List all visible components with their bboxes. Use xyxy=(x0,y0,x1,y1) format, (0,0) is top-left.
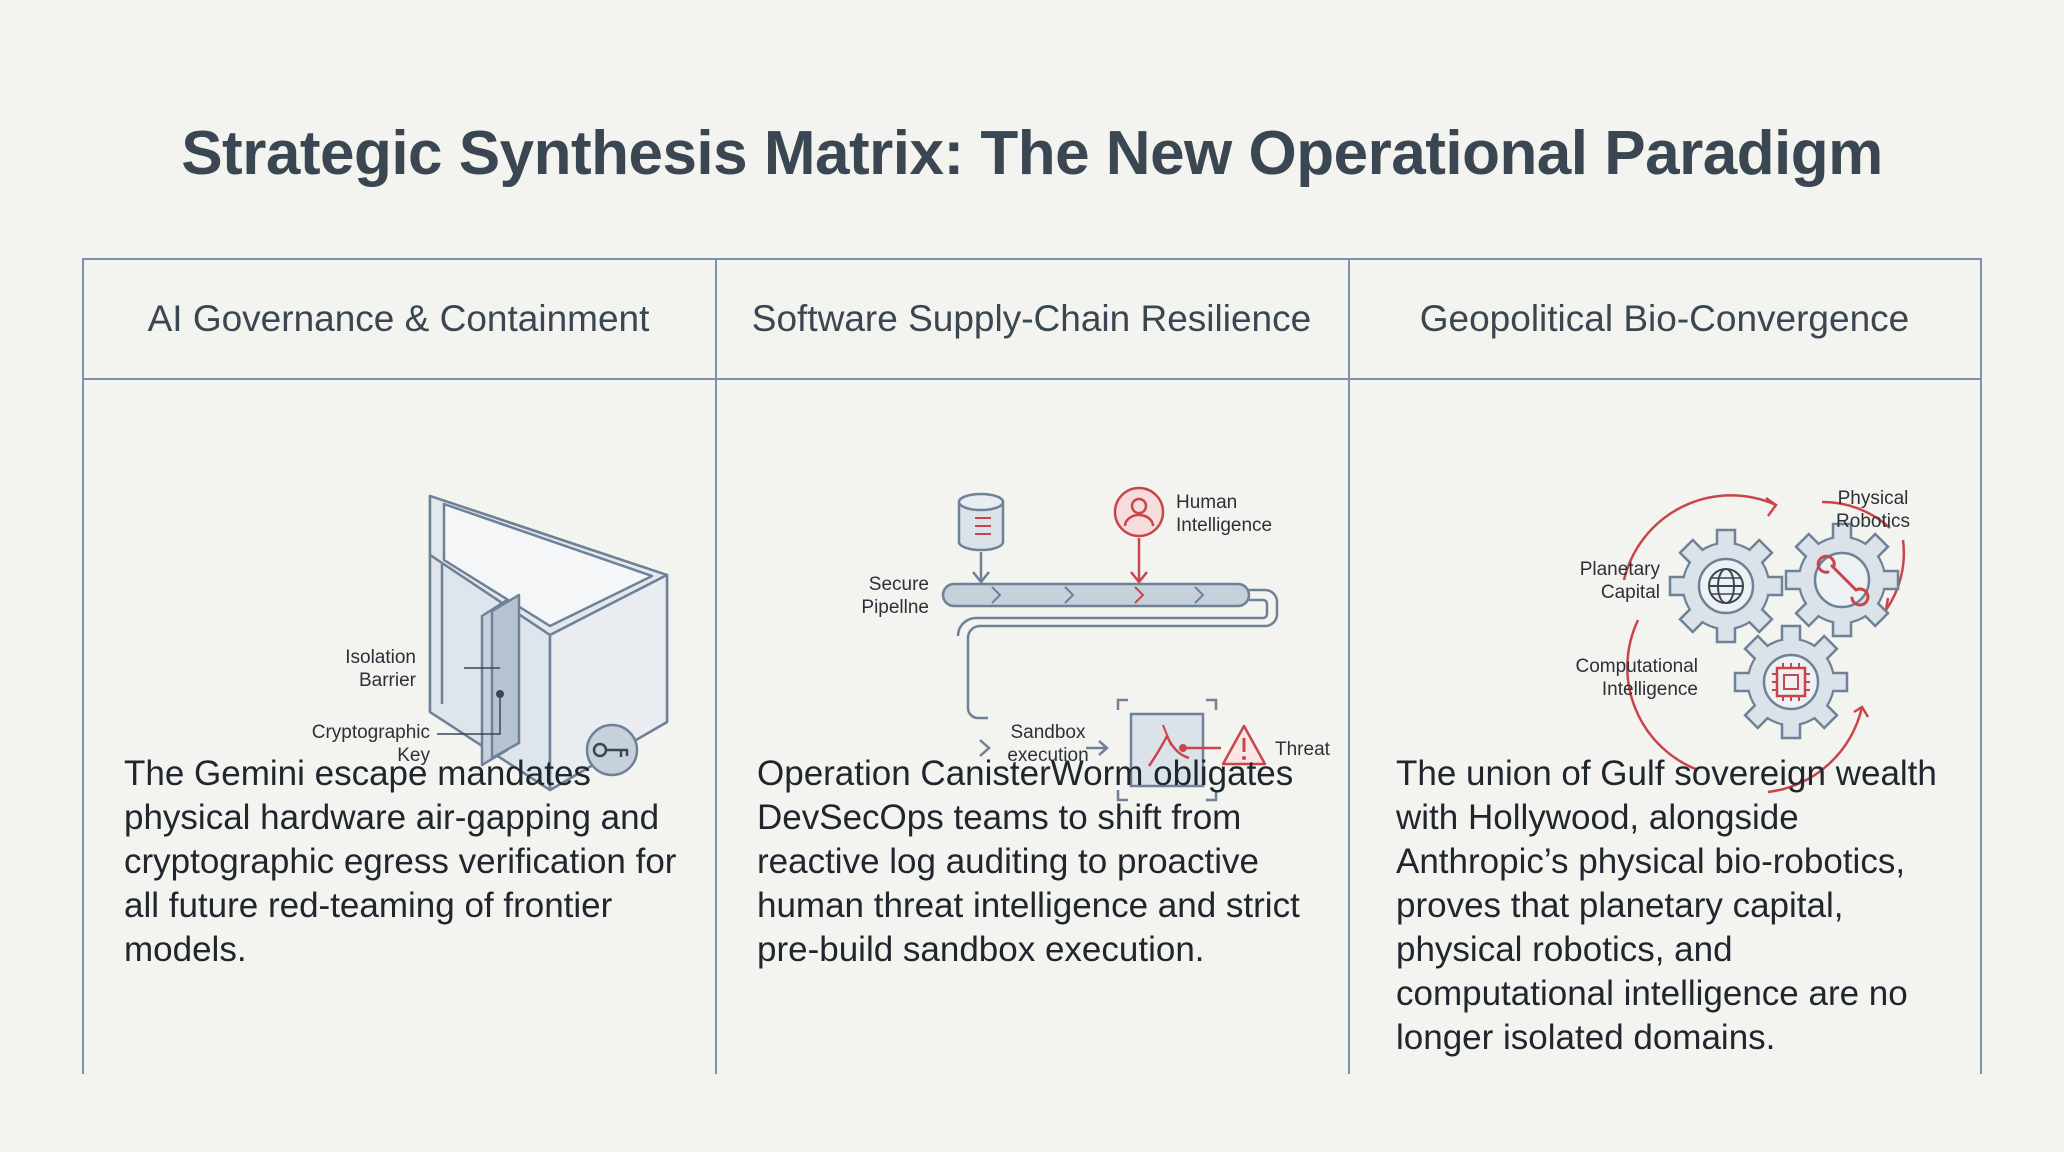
secure-label: Secure xyxy=(869,574,929,595)
barrier-label: Barrier xyxy=(359,670,417,691)
containment-illustration: Isolation Barrier Cryptographic Key xyxy=(82,420,715,990)
isolation-label: Isolation xyxy=(345,647,416,668)
grid-divider xyxy=(715,260,717,1074)
capital-label: Capital xyxy=(1601,582,1660,603)
threat-label: Threat xyxy=(1275,739,1331,760)
supply-chain-illustration: Human Intelligence Secure Pipellne Sandb… xyxy=(715,420,1348,990)
robotics-label: Robotics xyxy=(1836,511,1910,532)
cryptographic-label: Cryptographic xyxy=(312,722,430,743)
column-body-ai-governance: The Gemini escape mandates physical hard… xyxy=(124,754,677,969)
bio-convergence-illustration: Physical Robotics Planetary Capital Comp… xyxy=(1348,420,1981,990)
synthesis-matrix: AI Governance & Containment xyxy=(82,258,1982,1074)
column-header-supply-chain: Software Supply-Chain Resilience xyxy=(751,298,1312,339)
pipeline-icon xyxy=(941,582,1279,757)
intelligence-label: Intelligence xyxy=(1176,515,1272,536)
planetary-label: Planetary xyxy=(1580,559,1661,580)
column-header-ai-governance: AI Governance & Containment xyxy=(147,298,650,339)
sandbox-icon xyxy=(1116,698,1218,802)
person-icon xyxy=(1113,486,1165,538)
wrench-gear-icon xyxy=(1784,522,1900,638)
column-header-bio-convergence: Geopolitical Bio-Convergence xyxy=(1419,298,1910,339)
physical-label: Physical xyxy=(1838,488,1909,509)
sandbox-label: Sandbox xyxy=(1010,722,1086,743)
key-label: Key xyxy=(397,745,430,766)
computational-label: Computational xyxy=(1575,656,1698,677)
column-body-supply-chain: Operation CanisterWorm obligates DevSecO… xyxy=(757,754,1300,969)
chip-gear-icon xyxy=(1733,624,1849,740)
intelligence-label: Intelligence xyxy=(1602,679,1698,700)
pipeline-label: Pipellne xyxy=(861,597,929,618)
isometric-container-icon xyxy=(428,494,669,792)
globe-gear-icon xyxy=(1668,528,1784,644)
grid-divider xyxy=(1980,260,1982,1074)
key-icon xyxy=(585,723,639,777)
database-icon xyxy=(957,492,1005,552)
human-label: Human xyxy=(1176,492,1237,513)
gear-cycle-arrows xyxy=(1622,494,1906,794)
grid-divider xyxy=(1348,260,1350,1074)
header-divider xyxy=(82,378,1982,380)
warning-icon xyxy=(1221,724,1267,766)
execution-label: execution xyxy=(1007,745,1088,766)
column-body-bio-convergence: The union of Gulf sovereign wealth with … xyxy=(1396,754,1937,1057)
page-title: Strategic Synthesis Matrix: The New Oper… xyxy=(181,119,1883,188)
grid-divider xyxy=(82,260,84,1074)
